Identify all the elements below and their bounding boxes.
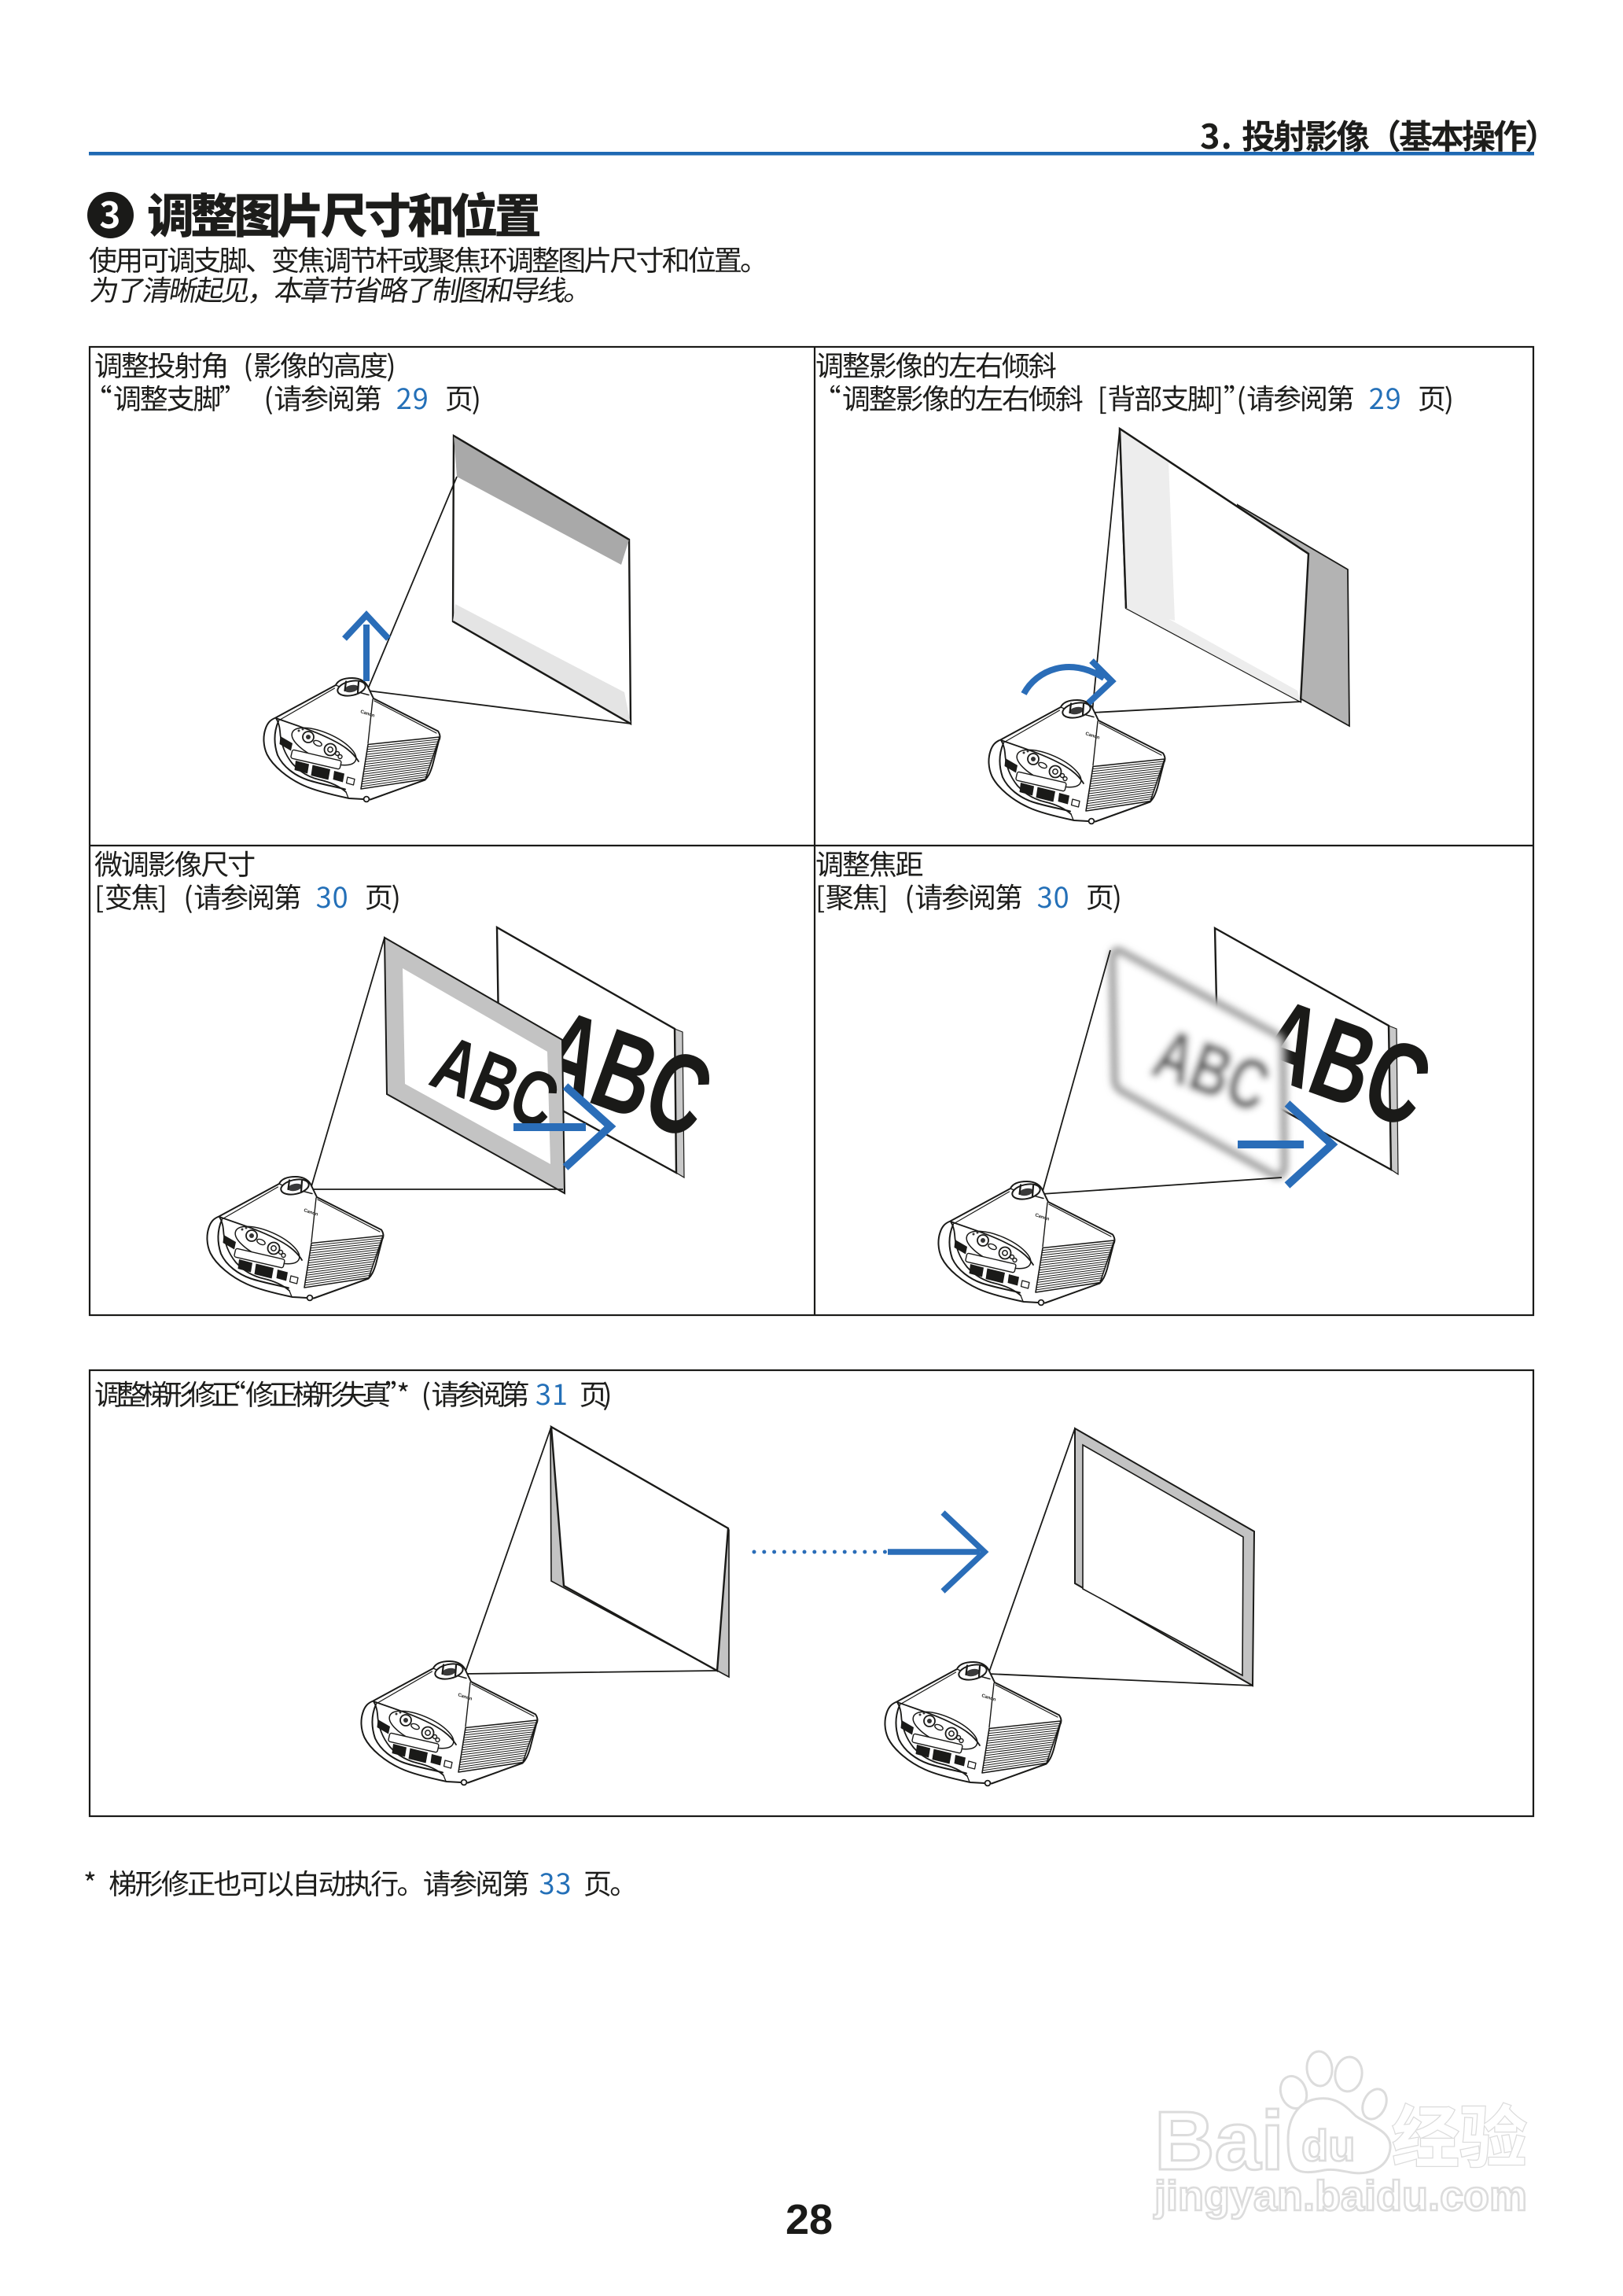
svg-text:28: 28 [786,2196,833,2243]
svg-text:Bai: Bai [1154,2095,1284,2187]
svg-text:jingyan.baidu.com: jingyan.baidu.com [1154,2173,1527,2220]
svg-text:du: du [1301,2121,1355,2170]
